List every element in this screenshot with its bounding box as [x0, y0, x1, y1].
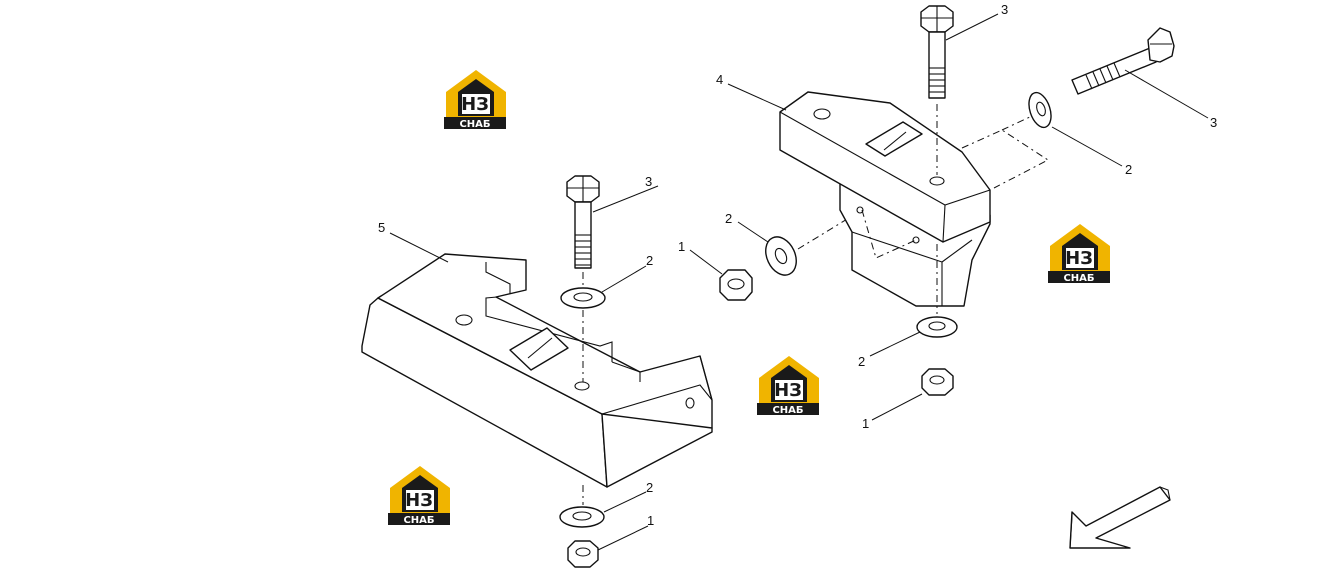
- svg-text:НЗ: НЗ: [1065, 248, 1093, 269]
- svg-text:НЗ: НЗ: [774, 380, 802, 401]
- bracket-left: [361, 253, 713, 488]
- washer-right-bottom: [916, 316, 958, 338]
- nut-mid: [719, 269, 753, 301]
- svg-text:СНАБ: СНАБ: [403, 515, 434, 526]
- washer-right-side: [1028, 91, 1052, 129]
- callout-washer-left-bottom: 2: [646, 480, 653, 495]
- watermark-logo: НЗ СНАБ: [757, 356, 819, 416]
- nut-right-bottom: [921, 368, 954, 396]
- nut-left-bottom: [567, 540, 599, 568]
- watermark-logo: НЗ СНАБ: [444, 70, 506, 130]
- washer-mid: [765, 236, 797, 276]
- svg-text:НЗ: НЗ: [405, 490, 433, 511]
- bracket-right: [779, 91, 991, 307]
- bolt-left: [566, 175, 600, 269]
- svg-text:СНАБ: СНАБ: [772, 405, 803, 416]
- callout-bracket-left: 5: [378, 220, 385, 235]
- callout-bolt-right-horizontal: 3: [1210, 115, 1217, 130]
- callout-nut-left-bottom: 1: [647, 513, 654, 528]
- callout-nut-right-bottom: 1: [862, 416, 869, 431]
- callout-nut-mid: 1: [678, 239, 685, 254]
- callout-washer-mid: 2: [725, 211, 732, 226]
- watermark-logo: НЗ СНАБ: [388, 466, 450, 526]
- watermark-logo: НЗ СНАБ: [1048, 224, 1110, 284]
- callout-washer-right-side: 2: [1125, 162, 1132, 177]
- svg-text:СНАБ: СНАБ: [459, 119, 490, 130]
- direction-arrow: [1069, 486, 1171, 549]
- bolt-right-vertical: [920, 5, 954, 99]
- callout-washer-right-bottom: 2: [858, 354, 865, 369]
- svg-text:СНАБ: СНАБ: [1063, 273, 1094, 284]
- callout-washer-left-top: 2: [646, 253, 653, 268]
- callout-bolt-left: 3: [645, 174, 652, 189]
- washer-left-bottom: [559, 506, 605, 528]
- callout-bolt-right-vertical: 3: [1001, 2, 1008, 17]
- svg-text:НЗ: НЗ: [461, 94, 489, 115]
- callout-bracket-right: 4: [716, 72, 723, 87]
- bolt-right-horizontal: [1071, 27, 1175, 95]
- washer-left-top: [560, 287, 606, 309]
